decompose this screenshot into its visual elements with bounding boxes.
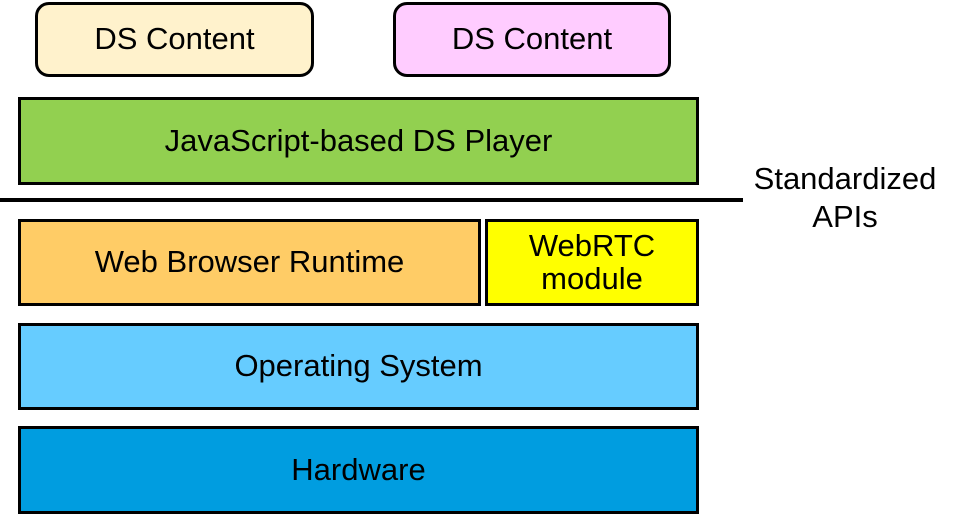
ds-content-label-1: DS Content — [94, 21, 255, 57]
web-browser-runtime-label: Web Browser Runtime — [94, 244, 405, 280]
hardware-label: Hardware — [291, 451, 426, 487]
operating-system-layer: Operating System — [18, 323, 699, 410]
webrtc-module-layer: WebRTC module — [485, 219, 699, 306]
webrtc-module-label: WebRTC module — [528, 227, 656, 296]
hardware-layer: Hardware — [18, 426, 699, 514]
ds-content-box-1: DS Content — [35, 2, 314, 77]
standardized-api-divider — [0, 198, 743, 202]
ds-content-box-2: DS Content — [393, 2, 671, 77]
ds-player-layer: JavaScript-based DS Player — [18, 97, 699, 185]
web-browser-runtime-layer: Web Browser Runtime — [18, 219, 481, 306]
ds-player-label: JavaScript-based DS Player — [164, 122, 553, 158]
standardized-api-label: Standardized APIs — [753, 161, 937, 234]
ds-content-label-2: DS Content — [451, 21, 613, 57]
operating-system-label: Operating System — [234, 348, 483, 384]
